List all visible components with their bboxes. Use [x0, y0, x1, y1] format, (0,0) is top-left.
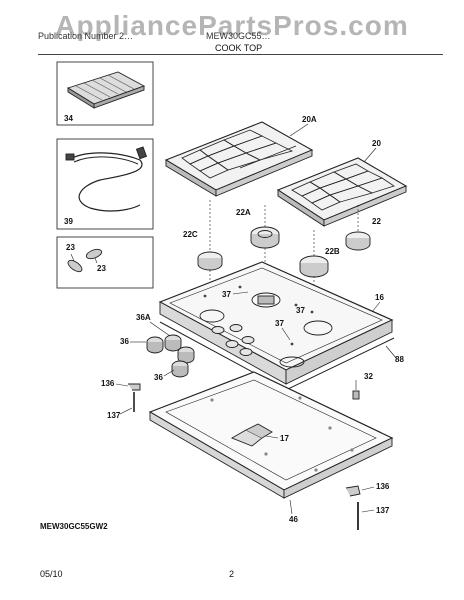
callout-36-lower: 36 — [154, 373, 163, 382]
callout-36-upper: 36 — [120, 337, 129, 346]
bracket-136-left — [128, 383, 141, 412]
callout-136-right: 136 — [376, 482, 390, 491]
callout-32: 32 — [364, 372, 373, 381]
callout-20: 20 — [372, 139, 381, 148]
callout-46: 46 — [289, 515, 298, 524]
callout-23-top: 23 — [66, 243, 75, 252]
burner-box-46 — [148, 371, 394, 499]
callout-37-left: 37 — [222, 290, 231, 299]
inset-wire-harness — [56, 138, 154, 230]
watermark: AppliancePartsPros.com — [55, 10, 409, 41]
callout-39: 39 — [64, 217, 73, 226]
callout-22B: 22B — [325, 247, 340, 256]
burner-head-22B — [299, 255, 329, 278]
grate-20 — [276, 157, 408, 227]
callout-137-left: 137 — [107, 411, 121, 420]
footer-date: 05/10 — [40, 569, 63, 579]
cooktop-top-16 — [158, 261, 394, 385]
section-title: COOK TOP — [215, 43, 263, 53]
header-rule — [38, 54, 443, 55]
callout-37-middle: 37 — [275, 319, 284, 328]
callout-22C: 22C — [183, 230, 198, 239]
publication-number: Publication Number 2… — [38, 31, 134, 41]
burner-head-22C — [197, 251, 223, 271]
screw-32 — [352, 380, 360, 400]
callout-16: 16 — [375, 293, 384, 302]
callout-22A: 22A — [236, 208, 251, 217]
bracket-136-right — [345, 485, 361, 530]
callout-137-right: 137 — [376, 506, 390, 515]
inset-burner-caps — [56, 236, 154, 289]
grate-20A — [164, 121, 314, 197]
callout-136-left: 136 — [101, 379, 115, 388]
callout-17: 17 — [280, 434, 289, 443]
callout-22: 22 — [372, 217, 381, 226]
model-header: MEW30GC55… — [206, 31, 271, 41]
callout-23-bottom: 23 — [97, 264, 106, 273]
callout-37-right: 37 — [296, 306, 305, 315]
footer-page-number: 2 — [229, 569, 235, 579]
control-knobs-36 — [146, 334, 195, 378]
burner-head-22 — [345, 231, 371, 251]
inset-griddle — [56, 61, 154, 126]
callout-88: 88 — [395, 355, 404, 364]
callout-20A: 20A — [302, 115, 317, 124]
callout-34: 34 — [64, 114, 73, 123]
model-number: MEW30GC55GW2 — [40, 522, 108, 531]
callout-36A: 36A — [136, 313, 151, 322]
burner-head-22A — [250, 226, 280, 249]
